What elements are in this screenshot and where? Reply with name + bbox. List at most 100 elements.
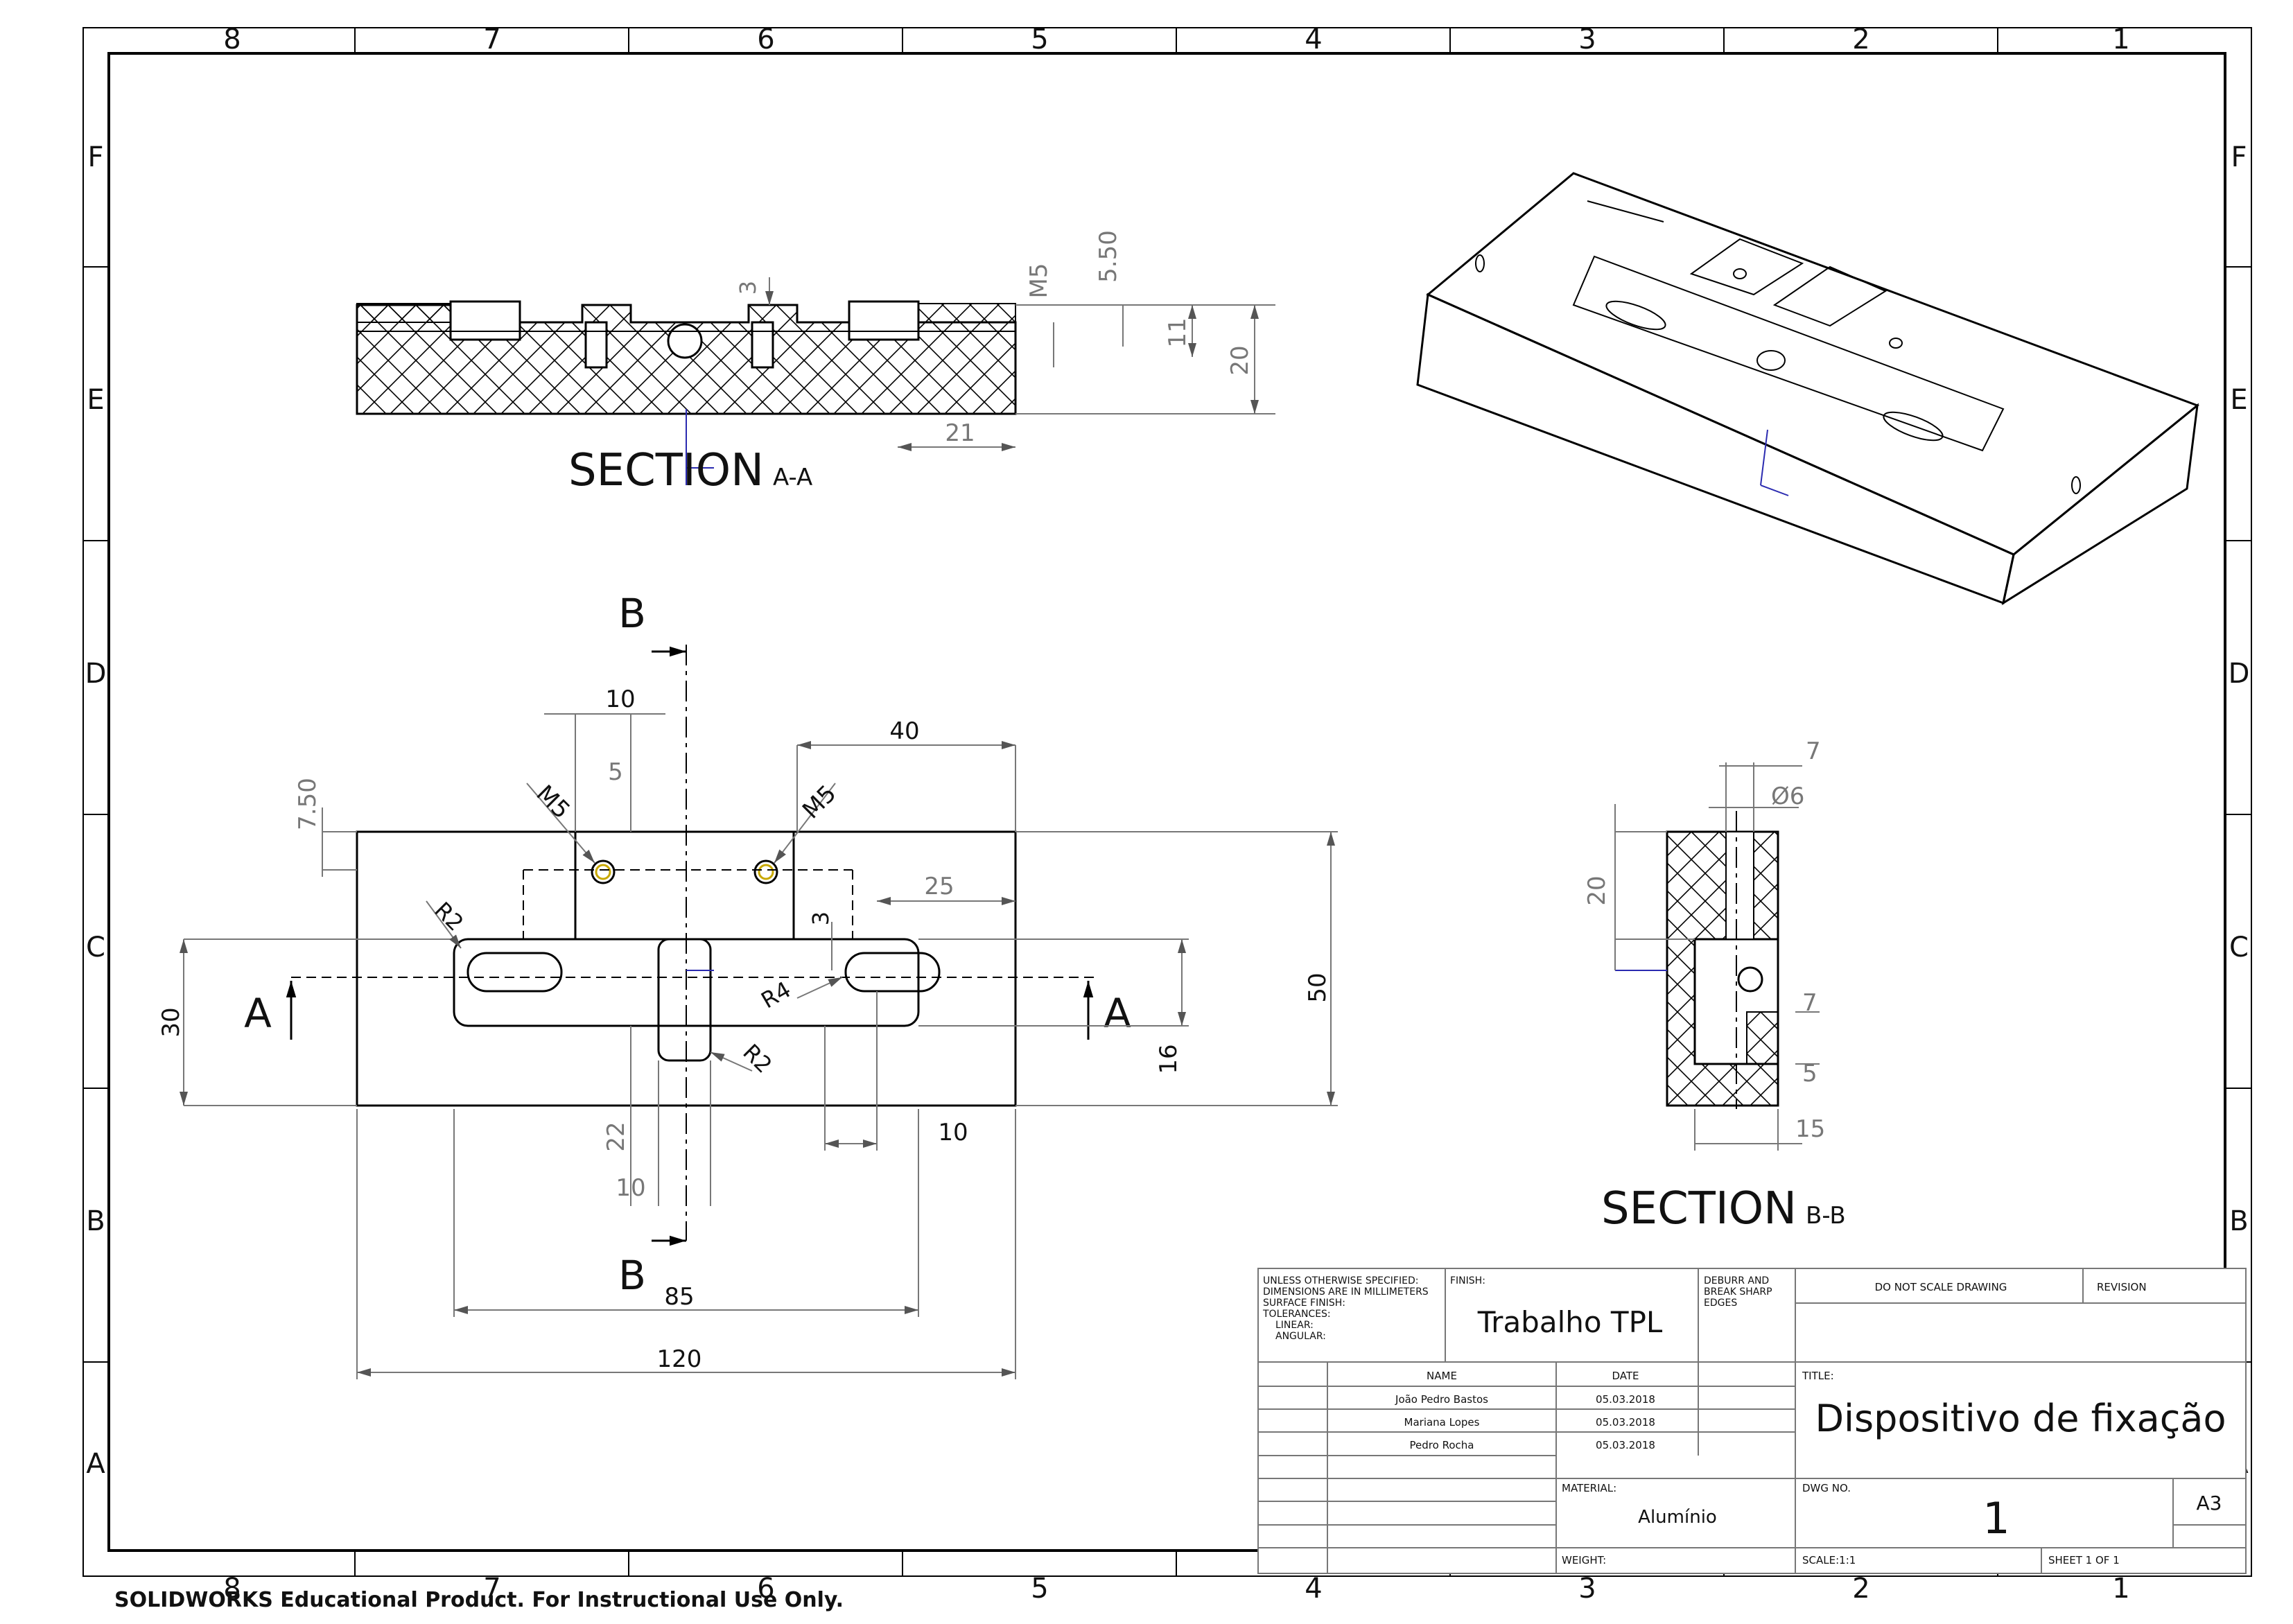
dim-bb-15: 15 <box>1795 1115 1825 1143</box>
educational-footer: SOLIDWORKS Educational Product. For Inst… <box>114 1588 844 1612</box>
dim-aa-11: 11 <box>1164 317 1192 347</box>
weight-label: WEIGHT: <box>1562 1554 1606 1566</box>
section-aa-suffix: A-A <box>773 464 812 491</box>
zone-row-f-right: F <box>2231 141 2247 173</box>
dim-top-16: 16 <box>1155 1044 1183 1074</box>
section-bb-suffix: B-B <box>1806 1202 1846 1230</box>
section-marker-a-right: A <box>1104 990 1131 1037</box>
dim-top-22: 22 <box>602 1121 630 1151</box>
zone-row-e-left: E <box>87 384 104 416</box>
zone-col-8-top: 8 <box>223 24 241 55</box>
zone-col-2-bottom: 2 <box>1852 1573 1869 1605</box>
dim-top-r2-left: R2 <box>429 897 469 936</box>
person-date-3: 05.03.2018 <box>1596 1439 1655 1451</box>
section-aa-title: SECTION <box>568 445 764 496</box>
material-value: Alumínio <box>1638 1507 1717 1528</box>
dim-top-r4: R4 <box>757 976 796 1013</box>
dim-bb-7-top: 7 <box>1806 737 1821 765</box>
date-header: DATE <box>1612 1370 1639 1382</box>
title-label: TITLE: <box>1802 1370 1834 1382</box>
dim-aa-21: 21 <box>945 419 975 447</box>
dim-top-50: 50 <box>1304 972 1332 1002</box>
dwg-no-label: DWG NO. <box>1802 1482 1851 1494</box>
zone-row-d-right: D <box>2229 658 2250 690</box>
material-label: MATERIAL: <box>1562 1482 1616 1494</box>
dim-aa-m5: M5 <box>1025 263 1053 299</box>
dim-top-85: 85 <box>664 1283 694 1311</box>
tolerance-line-6: ANGULAR: <box>1275 1331 1326 1342</box>
dwg-no-value: 1 <box>1982 1493 2009 1544</box>
zone-col-4-bottom: 4 <box>1305 1573 1322 1605</box>
tolerance-line-2: DIMENSIONS ARE IN MILLIMETERS <box>1263 1286 1429 1298</box>
zone-col-1-bottom: 1 <box>2112 1573 2129 1605</box>
title-block: UNLESS OTHERWISE SPECIFIED: DIMENSIONS A… <box>1257 1268 2247 1574</box>
zone-row-b-right: B <box>2229 1205 2248 1237</box>
zone-col-6-top: 6 <box>757 24 774 55</box>
dim-top-3: 3 <box>808 911 834 925</box>
do-not-scale-label: DO NOT SCALE DRAWING <box>1875 1281 2007 1293</box>
sheet-size: A3 <box>2197 1492 2222 1514</box>
dim-bb-dia6: Ø6 <box>1771 783 1804 810</box>
zone-col-3-top: 3 <box>1578 24 1596 55</box>
dim-top-120: 120 <box>657 1345 702 1373</box>
person-name-1: João Pedro Bastos <box>1395 1393 1488 1406</box>
zone-row-c-left: C <box>86 932 105 963</box>
zone-row-e-right: E <box>2230 384 2247 416</box>
zone-col-1-top: 1 <box>2112 24 2129 55</box>
tolerance-line-1: UNLESS OTHERWISE SPECIFIED: <box>1263 1275 1418 1286</box>
zone-row-c-right: C <box>2229 932 2249 963</box>
dim-top-10-right: 10 <box>938 1119 968 1146</box>
zone-row-b-left: B <box>86 1205 105 1237</box>
zone-col-7-top: 7 <box>483 24 500 55</box>
revision-label: REVISION <box>2097 1281 2147 1293</box>
tolerance-line-3: SURFACE FINISH: <box>1263 1298 1345 1309</box>
zone-row-a-left: A <box>86 1448 105 1480</box>
dim-top-10: 10 <box>605 686 635 713</box>
person-date-2: 05.03.2018 <box>1596 1416 1655 1429</box>
person-date-1: 05.03.2018 <box>1596 1393 1655 1406</box>
dim-top-r2-mid: R2 <box>738 1039 777 1079</box>
dim-top-m5-left: M5 <box>531 780 575 824</box>
section-aa-view: 3 M5 5.50 11 20 21 SECTION A-A <box>356 230 1275 496</box>
finish-label: FINISH: <box>1450 1275 1485 1286</box>
dim-aa-3: 3 <box>735 281 761 295</box>
zone-col-6-bottom: 6 <box>757 1573 774 1605</box>
zone-col-4-top: 4 <box>1305 24 1322 55</box>
deburr-line-2: BREAK SHARP <box>1704 1286 1772 1298</box>
section-bb-title: SECTION <box>1601 1183 1797 1234</box>
zone-row-f-left: F <box>87 141 103 173</box>
zone-col-7-bottom: 7 <box>483 1573 500 1605</box>
deburr-line-3: EDGES <box>1704 1298 1737 1309</box>
section-marker-b-top: B <box>618 590 646 637</box>
zone-col-3-bottom: 3 <box>1578 1573 1596 1605</box>
zone-col-2-top: 2 <box>1852 24 1869 55</box>
section-bb-view: 7 Ø6 20 7 5 15 SECTION B-B <box>1583 737 1846 1234</box>
dim-top-40: 40 <box>889 717 919 745</box>
zone-col-5-top: 5 <box>1031 24 1048 55</box>
dim-bb-5: 5 <box>1802 1060 1817 1088</box>
dim-top-10-mid: 10 <box>616 1174 645 1202</box>
zone-col-8-bottom: 8 <box>223 1573 241 1605</box>
person-name-2: Mariana Lopes <box>1404 1416 1480 1429</box>
dim-bb-20: 20 <box>1583 875 1611 905</box>
section-marker-a-left: A <box>244 990 272 1037</box>
sheet-count: SHEET 1 OF 1 <box>2048 1554 2120 1566</box>
dim-top-5: 5 <box>608 758 623 786</box>
zone-labels: 8 7 6 5 4 3 2 1 8 7 6 5 4 3 2 1 F E D C … <box>85 24 2250 1605</box>
tolerance-line-4: TOLERANCES: <box>1262 1309 1331 1320</box>
name-header: NAME <box>1427 1370 1457 1382</box>
dim-top-30: 30 <box>157 1007 185 1037</box>
isometric-view <box>1416 172 2199 606</box>
person-name-3: Pedro Rocha <box>1410 1439 1474 1451</box>
drawing-title: Dispositivo de fixação <box>1815 1397 2226 1440</box>
dim-top-25: 25 <box>924 873 954 900</box>
section-marker-b-bottom: B <box>618 1252 646 1299</box>
zone-col-5-bottom: 5 <box>1031 1573 1048 1605</box>
dim-top-7-50: 7.50 <box>294 778 322 830</box>
tolerance-line-5: LINEAR: <box>1275 1320 1314 1331</box>
finish-value: Trabalho TPL <box>1477 1305 1663 1339</box>
zone-row-d-left: D <box>85 658 107 690</box>
dim-aa-20: 20 <box>1226 345 1254 375</box>
